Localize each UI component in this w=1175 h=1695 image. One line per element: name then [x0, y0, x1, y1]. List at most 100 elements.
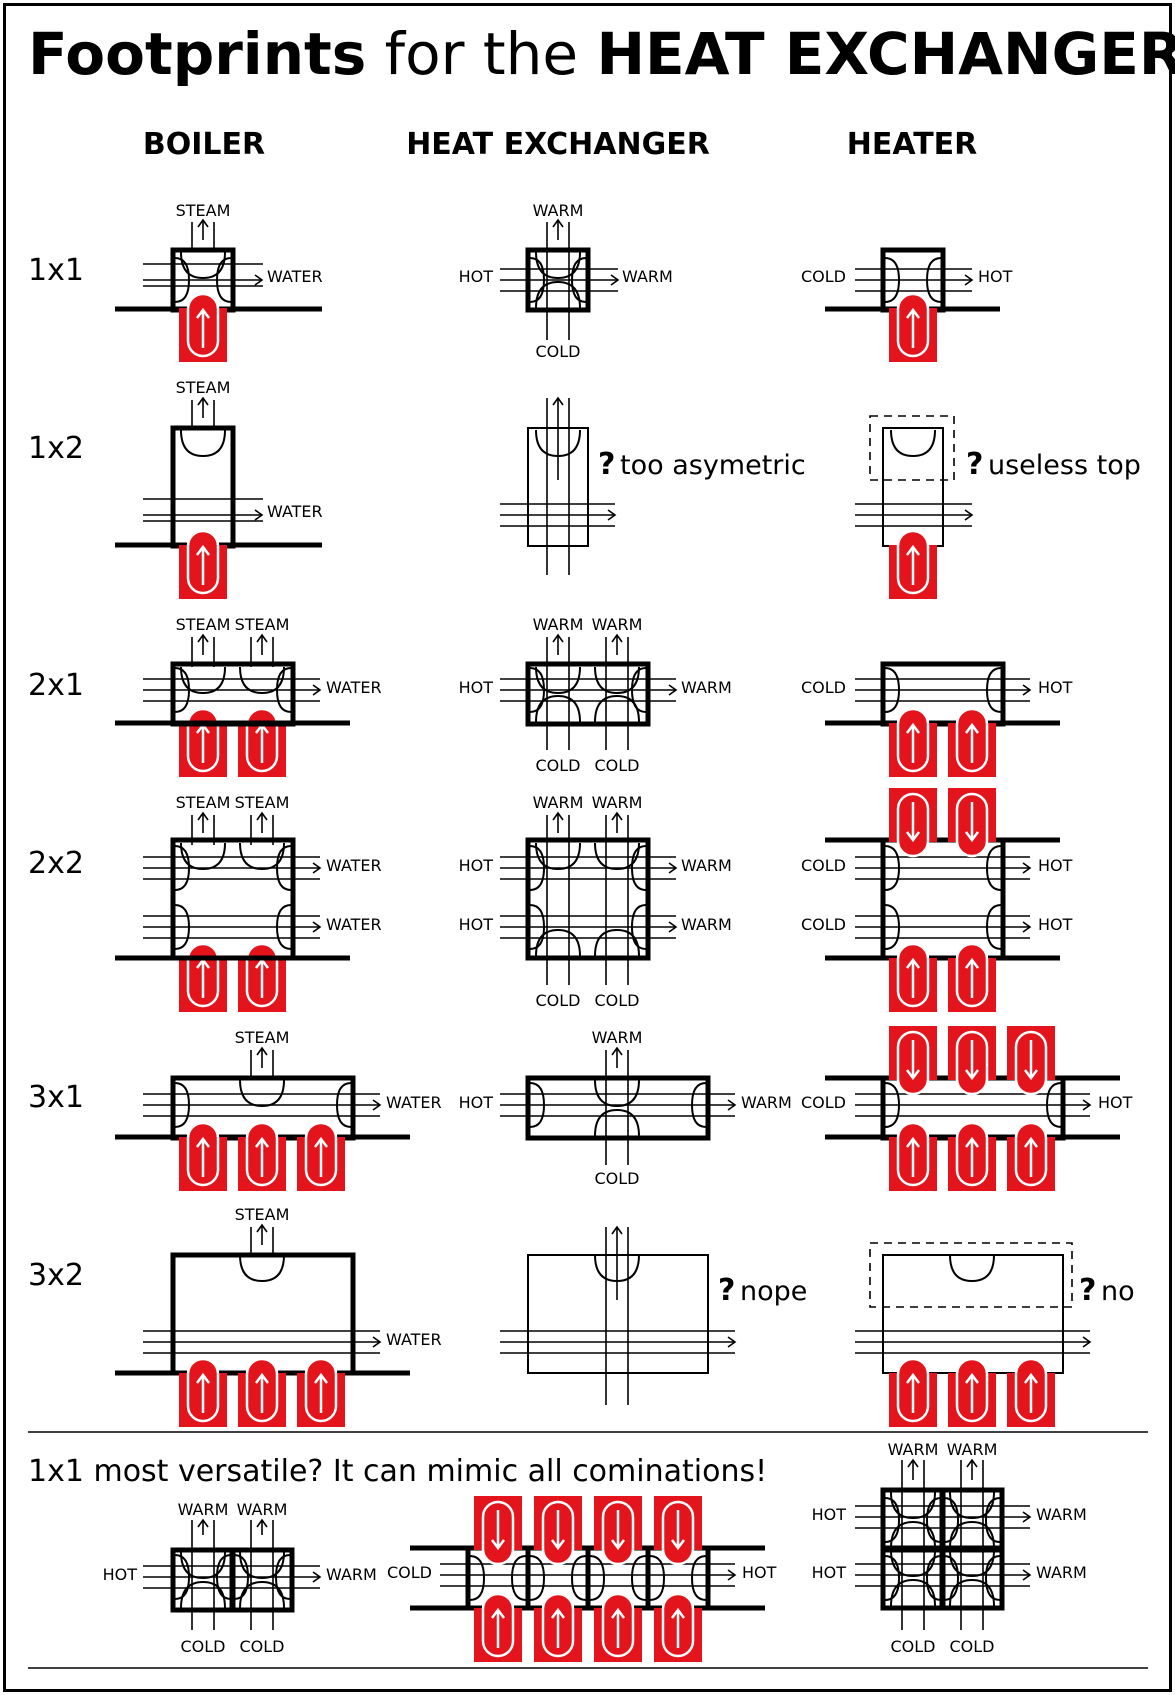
heat-arrowhead	[671, 1607, 685, 1619]
flow-arrowhead	[372, 1099, 382, 1111]
water-label: WATER	[386, 1093, 442, 1112]
flow-arrowhead	[197, 396, 209, 406]
warm-label: WARM	[888, 1440, 939, 1459]
heat-arrowhead	[906, 831, 920, 843]
heat-arrowhead	[1024, 1136, 1038, 1148]
heat-arrowhead	[906, 307, 920, 319]
row-label: 3x2	[28, 1258, 84, 1293]
column-header: BOILER	[143, 127, 265, 162]
row-label: 2x1	[28, 668, 84, 703]
port-cap	[594, 1108, 640, 1137]
water-label: WATER	[267, 267, 323, 286]
flow-arrowhead	[1022, 921, 1032, 933]
heat-pipe-icon	[1007, 1357, 1055, 1427]
flow-arrowhead	[372, 1336, 382, 1348]
heat-pipe-icon	[1007, 1026, 1055, 1096]
port-cap	[239, 1254, 285, 1283]
flow-arrowhead	[727, 1099, 737, 1111]
port-cap	[469, 1555, 486, 1601]
flow-arrowhead	[611, 1225, 623, 1235]
title-part-1: Footprints	[28, 20, 366, 88]
hot-label: HOT	[459, 915, 494, 934]
heat-pipe-icon	[297, 1357, 345, 1427]
warm-label: WARM	[326, 1565, 377, 1584]
warm-label: WARM	[947, 1440, 998, 1459]
flow-arrowhead	[312, 862, 322, 874]
heat-pipe-icon	[948, 707, 996, 777]
flow-arrowhead	[312, 921, 322, 933]
water-label: WATER	[326, 915, 382, 934]
hot-label: HOT	[1038, 678, 1073, 697]
heat-pipe-icon	[594, 1592, 642, 1662]
heat-pipe-icon	[948, 1357, 996, 1427]
note-text: no	[1101, 1276, 1135, 1307]
cold-label: COLD	[240, 1637, 285, 1656]
flow-arrowhead	[610, 274, 620, 286]
heat-arrowhead	[965, 957, 979, 969]
flow-arrowhead	[607, 509, 617, 521]
flow-arrowhead	[552, 633, 564, 643]
port-cap	[275, 845, 292, 891]
hot-label: HOT	[459, 678, 494, 697]
steam-label: STEAM	[176, 201, 231, 220]
question-mark: ?	[1079, 1273, 1096, 1308]
warm-label: WARM	[592, 1028, 643, 1047]
port-cap	[233, 1554, 250, 1600]
port-cap	[529, 257, 546, 303]
block-outline	[882, 1254, 1064, 1374]
port-cap	[275, 667, 292, 713]
hot-label: HOT	[742, 1563, 777, 1582]
port-cap	[335, 1082, 352, 1128]
heat-pipe-icon	[179, 292, 227, 362]
flow-arrowhead	[197, 633, 209, 643]
port-cap	[535, 251, 581, 280]
port-cap	[943, 1497, 960, 1543]
port-cap	[1045, 1082, 1062, 1128]
port-cap	[884, 1082, 901, 1128]
block-outline	[882, 427, 944, 547]
port-cap	[529, 1082, 546, 1128]
title-part-2: for the	[366, 20, 596, 88]
port-cap	[594, 1254, 640, 1283]
heat-arrowhead	[906, 1136, 920, 1148]
port-cap	[925, 1555, 942, 1601]
warm-label: WARM	[237, 1500, 288, 1519]
cold-label: COLD	[595, 1169, 640, 1188]
port-cap	[884, 257, 901, 303]
heat-pipe-icon	[297, 1121, 345, 1191]
heat-pipe-icon	[594, 1496, 642, 1566]
block-outline	[170, 837, 296, 961]
heat-pipe-icon	[889, 529, 937, 599]
cold-label: COLD	[595, 991, 640, 1010]
question-mark: ?	[718, 1273, 735, 1308]
port-cap	[529, 667, 546, 713]
port-cap	[949, 1491, 995, 1520]
hot-label: HOT	[812, 1505, 847, 1524]
heat-arrowhead	[906, 1069, 920, 1081]
flow-arrowhead	[611, 1046, 623, 1056]
heat-pipe-icon	[179, 529, 227, 599]
water-label: WATER	[326, 856, 382, 875]
port-cap	[529, 1555, 546, 1601]
cold-label: COLD	[536, 991, 581, 1010]
cold-label: COLD	[801, 678, 846, 697]
steam-label: STEAM	[176, 793, 231, 812]
block-outline	[170, 661, 296, 727]
note-text: nope	[740, 1276, 807, 1307]
warm-label: WARM	[622, 267, 673, 286]
port-cap	[690, 1082, 707, 1128]
flow-arrowhead	[1082, 1099, 1092, 1111]
port-cap	[630, 667, 647, 713]
cold-label: COLD	[891, 1637, 936, 1656]
heat-arrowhead	[196, 544, 210, 556]
heat-arrowhead	[551, 1539, 565, 1551]
heat-arrowhead	[255, 1136, 269, 1148]
question-mark: ?	[598, 447, 615, 482]
flow-arrowhead	[964, 509, 974, 521]
row-label: 1x1	[28, 253, 84, 288]
warm-label: WARM	[533, 793, 584, 812]
flow-arrowhead	[254, 274, 264, 286]
flow-arrowhead	[611, 633, 623, 643]
port-cap	[943, 1555, 960, 1601]
heat-pipe-icon	[889, 788, 937, 858]
